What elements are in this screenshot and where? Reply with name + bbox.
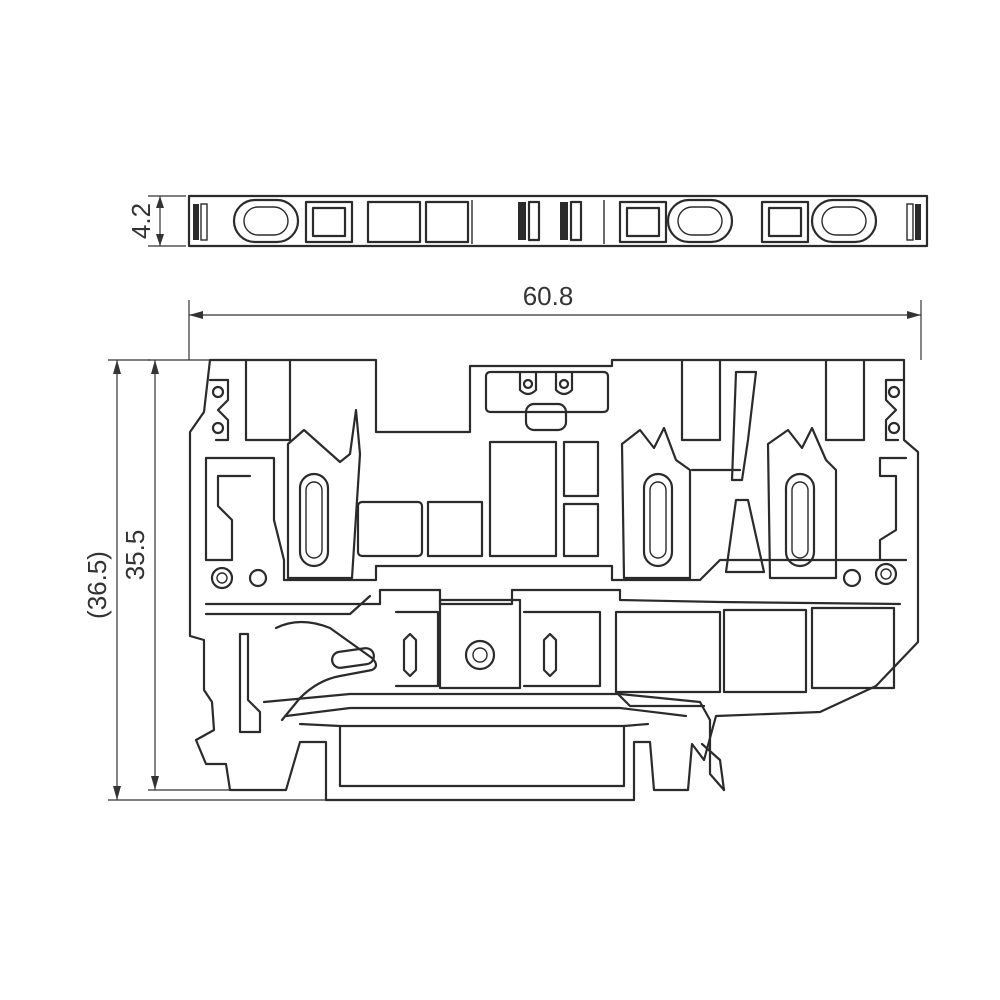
dimension-overall-width: 60.8 — [188, 281, 922, 360]
spring-clamp-right — [766, 426, 838, 580]
busbar — [204, 588, 902, 606]
top-wire-entry-2 — [666, 198, 734, 244]
dimension-body-height: 35.5 — [120, 359, 230, 791]
spring-clamp-left — [286, 408, 362, 580]
top-end-slot-left — [193, 204, 199, 240]
housing-outline — [188, 358, 920, 802]
test-socket — [464, 639, 496, 671]
latch-spring — [274, 620, 378, 722]
dimension-label-60-8: 60.8 — [523, 281, 574, 311]
top-view — [187, 194, 929, 248]
din-rail-channel — [262, 692, 726, 792]
top-marker-recess-2 — [424, 200, 470, 244]
side-view — [188, 358, 920, 802]
marker-block-5 — [562, 502, 600, 558]
test-point-right — [874, 562, 898, 586]
top-marker-recess-1 — [366, 200, 422, 244]
dimension-top-thickness: 4.2 — [126, 195, 186, 247]
top-wire-entry-3 — [810, 198, 878, 244]
top-view-outline — [187, 194, 929, 248]
marker-block-1 — [356, 500, 424, 558]
top-bridge-slot-1 — [518, 202, 526, 240]
marker-block-2 — [426, 500, 484, 558]
top-wire-entry-1 — [232, 198, 300, 244]
top-end-slot-right — [915, 204, 921, 240]
top-bridge-slot-2 — [560, 202, 568, 240]
top-release-slot-3 — [760, 200, 810, 244]
dimension-label-36-5: (36.5) — [82, 551, 112, 619]
dimension-label-4-2: 4.2 — [126, 203, 156, 239]
test-point-left — [210, 566, 234, 590]
dimension-label-35-5: 35.5 — [120, 530, 150, 581]
top-release-slot-2 — [618, 200, 668, 244]
top-release-slot-1 — [304, 200, 354, 244]
dimension-overall-height: (36.5) — [82, 359, 330, 801]
spring-clamp-middle — [620, 426, 692, 580]
marker-block-3 — [488, 440, 558, 558]
test-socket-block — [438, 598, 522, 690]
marker-block-4 — [562, 440, 600, 498]
